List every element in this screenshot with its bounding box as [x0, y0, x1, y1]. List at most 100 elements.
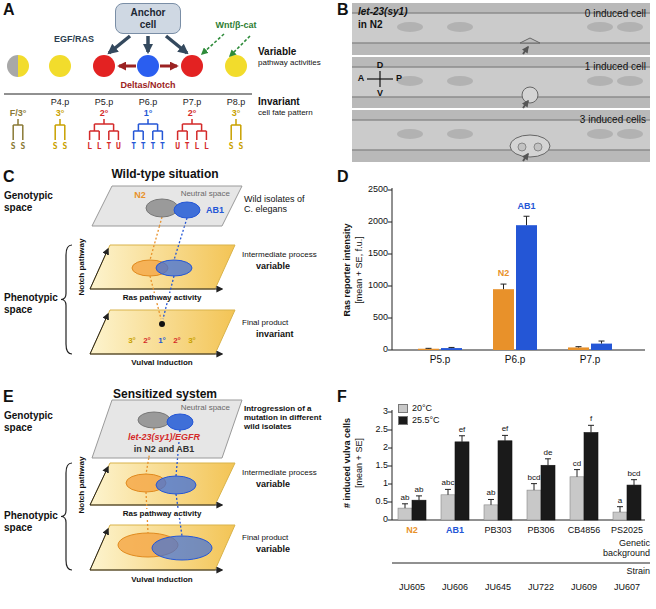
category-label: AB1 [446, 525, 464, 535]
strain-name: JU645 [485, 582, 511, 592]
dotted-link [174, 226, 185, 260]
axis-title: Vulval induction [129, 575, 194, 584]
error-cap [617, 506, 623, 507]
error-cap [531, 483, 537, 484]
tick [388, 412, 392, 413]
strain-name: JU722 [528, 582, 554, 592]
error-bar [548, 459, 549, 465]
significance-letter: a [618, 496, 622, 505]
pointer-arrow [523, 154, 528, 161]
cell-name: P7.p [183, 97, 202, 107]
note: Intermediate process [242, 250, 317, 259]
vpc-cell [225, 55, 247, 77]
strain-name: JU609 [571, 582, 597, 592]
bar [613, 512, 627, 520]
cell-half [18, 55, 29, 77]
panel-letter: C [3, 168, 15, 186]
axis [392, 188, 645, 350]
image-caption: 1 induced cell [585, 61, 646, 73]
plane [92, 186, 242, 226]
category-label: PB306 [527, 525, 554, 535]
phenotype-plane [90, 525, 235, 570]
bar [493, 289, 514, 350]
worm-edge [352, 96, 650, 98]
bar [527, 490, 541, 520]
panel-title: Wild-type situation [111, 168, 218, 182]
mutation-label: in N2 and AB1 [132, 444, 197, 454]
error-cap [599, 341, 605, 342]
plane [92, 400, 242, 458]
error-cap [449, 347, 455, 348]
error-cap [588, 425, 594, 426]
genotype-blob [167, 414, 193, 430]
lineage-letters: S S [229, 142, 243, 151]
gonad-texture [447, 76, 473, 86]
error-bar [577, 470, 578, 477]
error-cap [402, 503, 408, 504]
error-bar [405, 504, 406, 508]
category-label: P6.p [505, 354, 526, 366]
lineage-tree [13, 119, 23, 140]
axis-title: [mean + SE, f.u.] [354, 236, 364, 303]
error-bar [503, 284, 504, 289]
error-bar [591, 425, 592, 432]
cell-name: P8.p [227, 97, 246, 107]
axis-tick: 0.5 [375, 496, 388, 506]
axis-title: Ras reporter intensity [342, 223, 352, 316]
axis-arrow [90, 505, 222, 506]
bar [584, 433, 598, 520]
pointer-arrow [523, 47, 528, 54]
space-label: Phenotypic space [4, 292, 64, 315]
legend-item: 20°C [398, 402, 440, 414]
bar-chart [388, 410, 650, 563]
note: invariant [256, 329, 294, 339]
row-label: Variable [258, 46, 296, 58]
bracket [61, 463, 72, 570]
strain-label: AB1 [206, 205, 224, 215]
wnt-arrow [230, 36, 250, 56]
photo-ground [352, 110, 650, 162]
tick [388, 430, 392, 431]
vpc-cell [137, 55, 159, 77]
vpc-cell [49, 55, 71, 77]
panel-letter: F [337, 388, 347, 406]
bar [418, 349, 439, 350]
row-label: cell fate pattern [258, 108, 313, 117]
bar [455, 442, 469, 520]
panel-letter: A [3, 1, 15, 19]
plane-label: Neutral space [181, 189, 230, 198]
dotted-link [146, 458, 149, 474]
compass-letter: D [377, 60, 384, 70]
photo-ground [352, 57, 650, 108]
pathway-label: Wnt/β-cat [216, 20, 257, 30]
separator-line [392, 563, 650, 564]
axis-arrow [90, 354, 222, 355]
gonad-texture [617, 129, 643, 139]
genotype-blob [174, 202, 200, 218]
category-label: PB303 [484, 525, 511, 535]
strain-label: N2 [134, 190, 146, 200]
image-caption: 0 induced cell [585, 8, 646, 20]
gonad-texture [617, 76, 643, 86]
panel-title: Sensitized system [113, 388, 217, 402]
axis-tick: 1.5 [375, 460, 388, 470]
error-cap [631, 479, 637, 480]
fate-label: 3° [128, 336, 136, 345]
significance-letter: ab [401, 493, 410, 502]
cell-name: P6.p [139, 97, 158, 107]
wnt-arrow [202, 34, 224, 54]
cell-name: P4.p [51, 97, 70, 107]
axis-tick: 500 [373, 312, 388, 322]
bar [541, 465, 555, 520]
photo-ground [352, 3, 650, 55]
axis-arrow [90, 529, 108, 570]
axis-tick: 1000 [368, 280, 388, 290]
significance-letter: ef [502, 424, 509, 433]
axis-tick: 1 [383, 478, 388, 488]
tick [388, 350, 392, 351]
pathway-label: EGF/RAS [54, 34, 94, 44]
dotted-link [150, 226, 159, 260]
lineage-letters: S S [53, 142, 67, 151]
error-bar [634, 480, 635, 485]
